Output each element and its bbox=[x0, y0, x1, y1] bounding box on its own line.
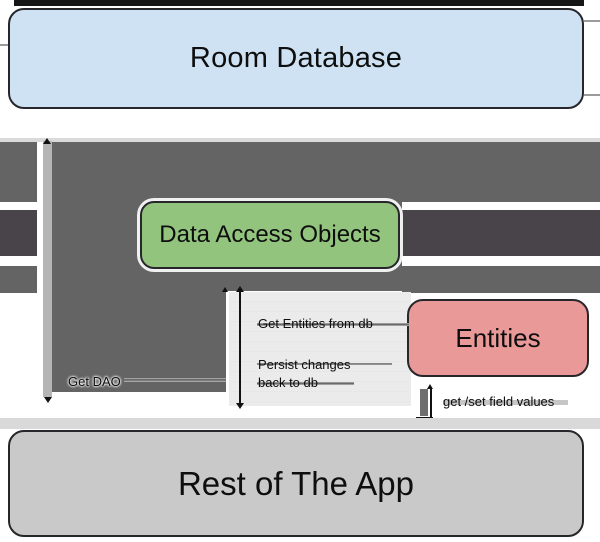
get-set-label-highlight bbox=[443, 400, 568, 405]
bottom-stripe bbox=[0, 418, 600, 429]
arrow-band-right-dark bbox=[402, 210, 600, 256]
top-border-bar bbox=[14, 0, 584, 6]
dao-arrowhead-bottom-icon bbox=[236, 403, 244, 409]
arrow-band-right-top bbox=[402, 142, 600, 202]
get-set-arrow-bar bbox=[420, 389, 428, 416]
get-set-arrowhead-top-icon bbox=[427, 384, 433, 389]
arrow-band-right-bottom bbox=[402, 266, 600, 293]
edge-artifact-line bbox=[584, 20, 600, 22]
node-data-access-objects-label: Data Access Objects bbox=[159, 221, 381, 248]
get-set-label: get /set field values bbox=[443, 394, 555, 409]
band-edge-stripe bbox=[0, 138, 600, 142]
entities-arrows-panel bbox=[229, 292, 411, 406]
arrow-band-left-bottom bbox=[0, 266, 37, 293]
persist-changes-edge-line2 bbox=[257, 382, 354, 385]
block-corner-arrowhead-icon bbox=[222, 287, 228, 292]
get-dao-arrowhead-top-icon bbox=[43, 138, 51, 144]
arrow-band-left-dark bbox=[0, 210, 37, 256]
get-set-arrow-line bbox=[430, 388, 432, 417]
get-dao-arrow-shaft bbox=[43, 141, 52, 397]
node-data-access-objects: Data Access Objects bbox=[140, 201, 400, 269]
node-rest-of-the-app: Rest of The App bbox=[8, 430, 584, 537]
dao-arrowhead-top-icon bbox=[236, 286, 244, 292]
get-entities-edge-line bbox=[257, 323, 409, 326]
persist-changes-edge-line bbox=[257, 363, 392, 365]
get-dao-arrowhead-bottom-icon bbox=[44, 397, 52, 403]
node-entities: Entities bbox=[407, 299, 589, 377]
dao-arrow-line bbox=[239, 290, 241, 404]
persist-changes-label-line2: back to db bbox=[258, 375, 318, 390]
edge-artifact-line bbox=[0, 44, 10, 46]
edge-artifact-line bbox=[584, 94, 600, 96]
get-dao-label: Get DAO bbox=[68, 374, 121, 389]
node-room-database-label: Room Database bbox=[189, 42, 403, 74]
arrow-band-left-top bbox=[0, 142, 37, 202]
get-entities-label: Get Entities from db bbox=[258, 316, 373, 331]
get-dao-edge-line bbox=[124, 378, 226, 382]
node-entities-label: Entities bbox=[455, 322, 541, 353]
node-rest-of-the-app-label: Rest of The App bbox=[177, 464, 415, 502]
persist-changes-label-line1: Persist changes bbox=[258, 357, 351, 372]
node-room-database: Room Database bbox=[8, 8, 584, 109]
